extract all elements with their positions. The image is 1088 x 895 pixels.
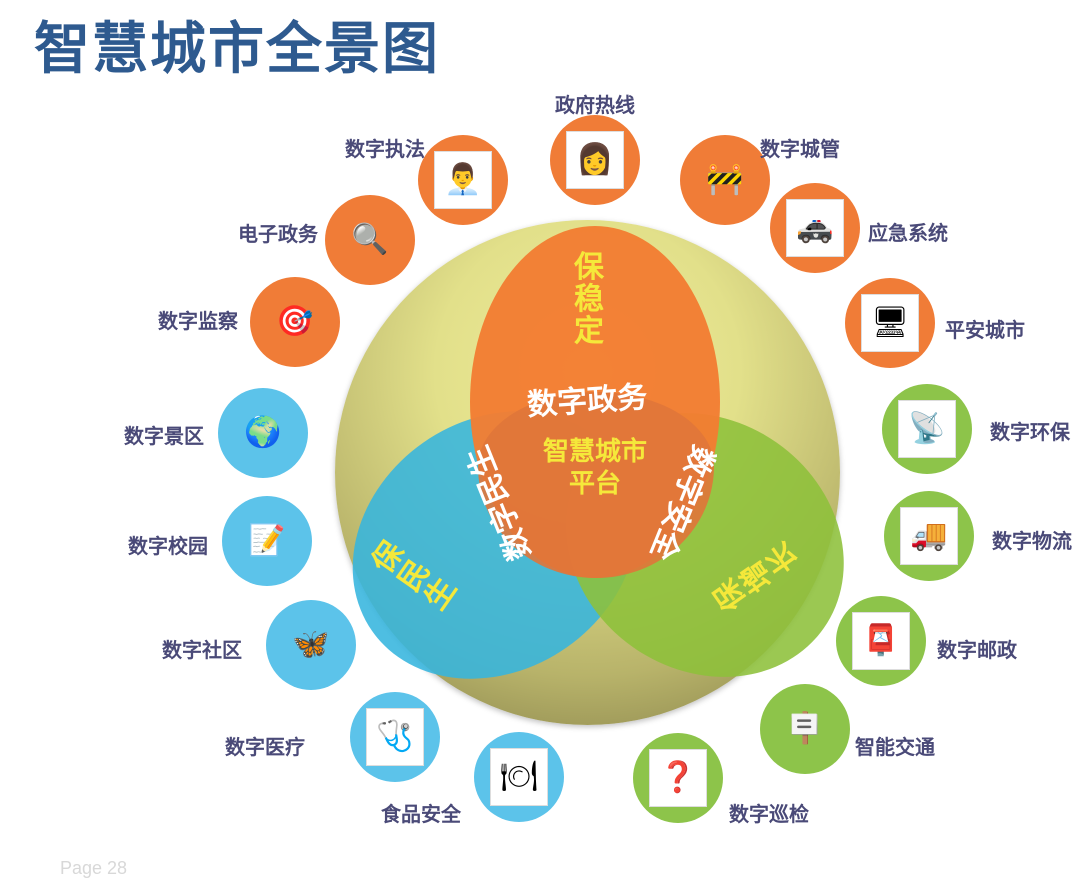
satellite-medical[interactable]: 🩺 [350, 692, 440, 782]
operator-photo-icon: 👩 [566, 131, 624, 189]
satellite-environment[interactable]: 📡 [882, 384, 972, 474]
satellite-emergency[interactable]: 🚓 [770, 183, 860, 273]
platform-line-2: 平台 [568, 469, 621, 499]
center-overlap [478, 392, 714, 578]
label-hotline: 政府热线 [555, 93, 635, 117]
globe-icon: 🌍 [244, 415, 282, 450]
label-medical: 数字医疗 [225, 735, 305, 759]
page-number: Page 28 [60, 858, 128, 878]
page-title: 智慧城市全景图 [34, 17, 440, 82]
label-e-government: 电子政务 [238, 222, 318, 246]
satellite-campus[interactable]: 📝 [222, 496, 312, 586]
satellite-community[interactable]: 🦋 [266, 600, 356, 690]
satellite-city-management[interactable]: 🚧 [680, 135, 770, 225]
magnifier-icon: 🔍 [351, 222, 389, 257]
label-logistics: 数字物流 [992, 529, 1072, 553]
satellite-hotline[interactable]: 👩 [550, 115, 640, 205]
satellite-inspection[interactable]: ❓ [633, 733, 723, 823]
label-city-management: 数字城管 [760, 137, 840, 161]
butterfly-icon: 🦋 [292, 627, 330, 662]
monitor-wall-icon: 🖥 [861, 294, 919, 352]
truck-icon: 🚚 [900, 507, 958, 565]
label-law-enforcement: 数字执法 [345, 137, 425, 161]
direction-sign-icon: 🪧 [786, 711, 824, 746]
mailbox-icon: 📮 [852, 612, 910, 670]
label-postal: 数字邮政 [937, 638, 1017, 662]
target-icon: 🎯 [276, 304, 314, 339]
label-community: 数字社区 [162, 638, 242, 662]
label-smart-traffic: 智能交通 [855, 735, 935, 759]
satellite-supervision[interactable]: 🎯 [250, 277, 340, 367]
satellite-e-government[interactable]: 🔍 [325, 195, 415, 285]
inspection-figure-icon: ❓ [649, 749, 707, 807]
satellite-food-safety[interactable]: 🍽 [474, 732, 564, 822]
center-platform: 智慧城市 平台 [520, 436, 670, 500]
label-emergency: 应急系统 [868, 221, 948, 245]
label-safe-city: 平安城市 [945, 318, 1025, 342]
satellite-law-enforcement[interactable]: 👨‍💼 [418, 135, 508, 225]
satellite-smart-traffic[interactable]: 🪧 [760, 684, 850, 774]
label-scenic-area: 数字景区 [124, 424, 204, 448]
label-campus: 数字校园 [128, 534, 208, 558]
food-safety-icon: 🍽 [490, 748, 548, 806]
satellite-safe-city[interactable]: 🖥 [845, 278, 935, 368]
satellite-logistics[interactable]: 🚚 [884, 491, 974, 581]
satellite-postal[interactable]: 📮 [836, 596, 926, 686]
arc-government-affairs: 数字政务 [526, 379, 649, 424]
weather-station-icon: 📡 [898, 400, 956, 458]
label-food-safety: 食品安全 [381, 802, 461, 826]
businessman-icon: 👨‍💼 [434, 151, 492, 209]
traffic-cone-icon: 🚧 [706, 162, 744, 197]
label-inspection: 数字巡检 [729, 802, 809, 826]
stability-label: 保稳定 [574, 250, 604, 349]
satellite-scenic-area[interactable]: 🌍 [218, 388, 308, 478]
clipboard-pencil-icon: 📝 [248, 523, 286, 558]
first-aid-kit-icon: 🩺 [366, 708, 424, 766]
label-environment: 数字环保 [990, 420, 1070, 444]
label-supervision: 数字监察 [158, 309, 238, 333]
platform-line-1: 智慧城市 [542, 437, 647, 467]
police-car-icon: 🚓 [786, 199, 844, 257]
